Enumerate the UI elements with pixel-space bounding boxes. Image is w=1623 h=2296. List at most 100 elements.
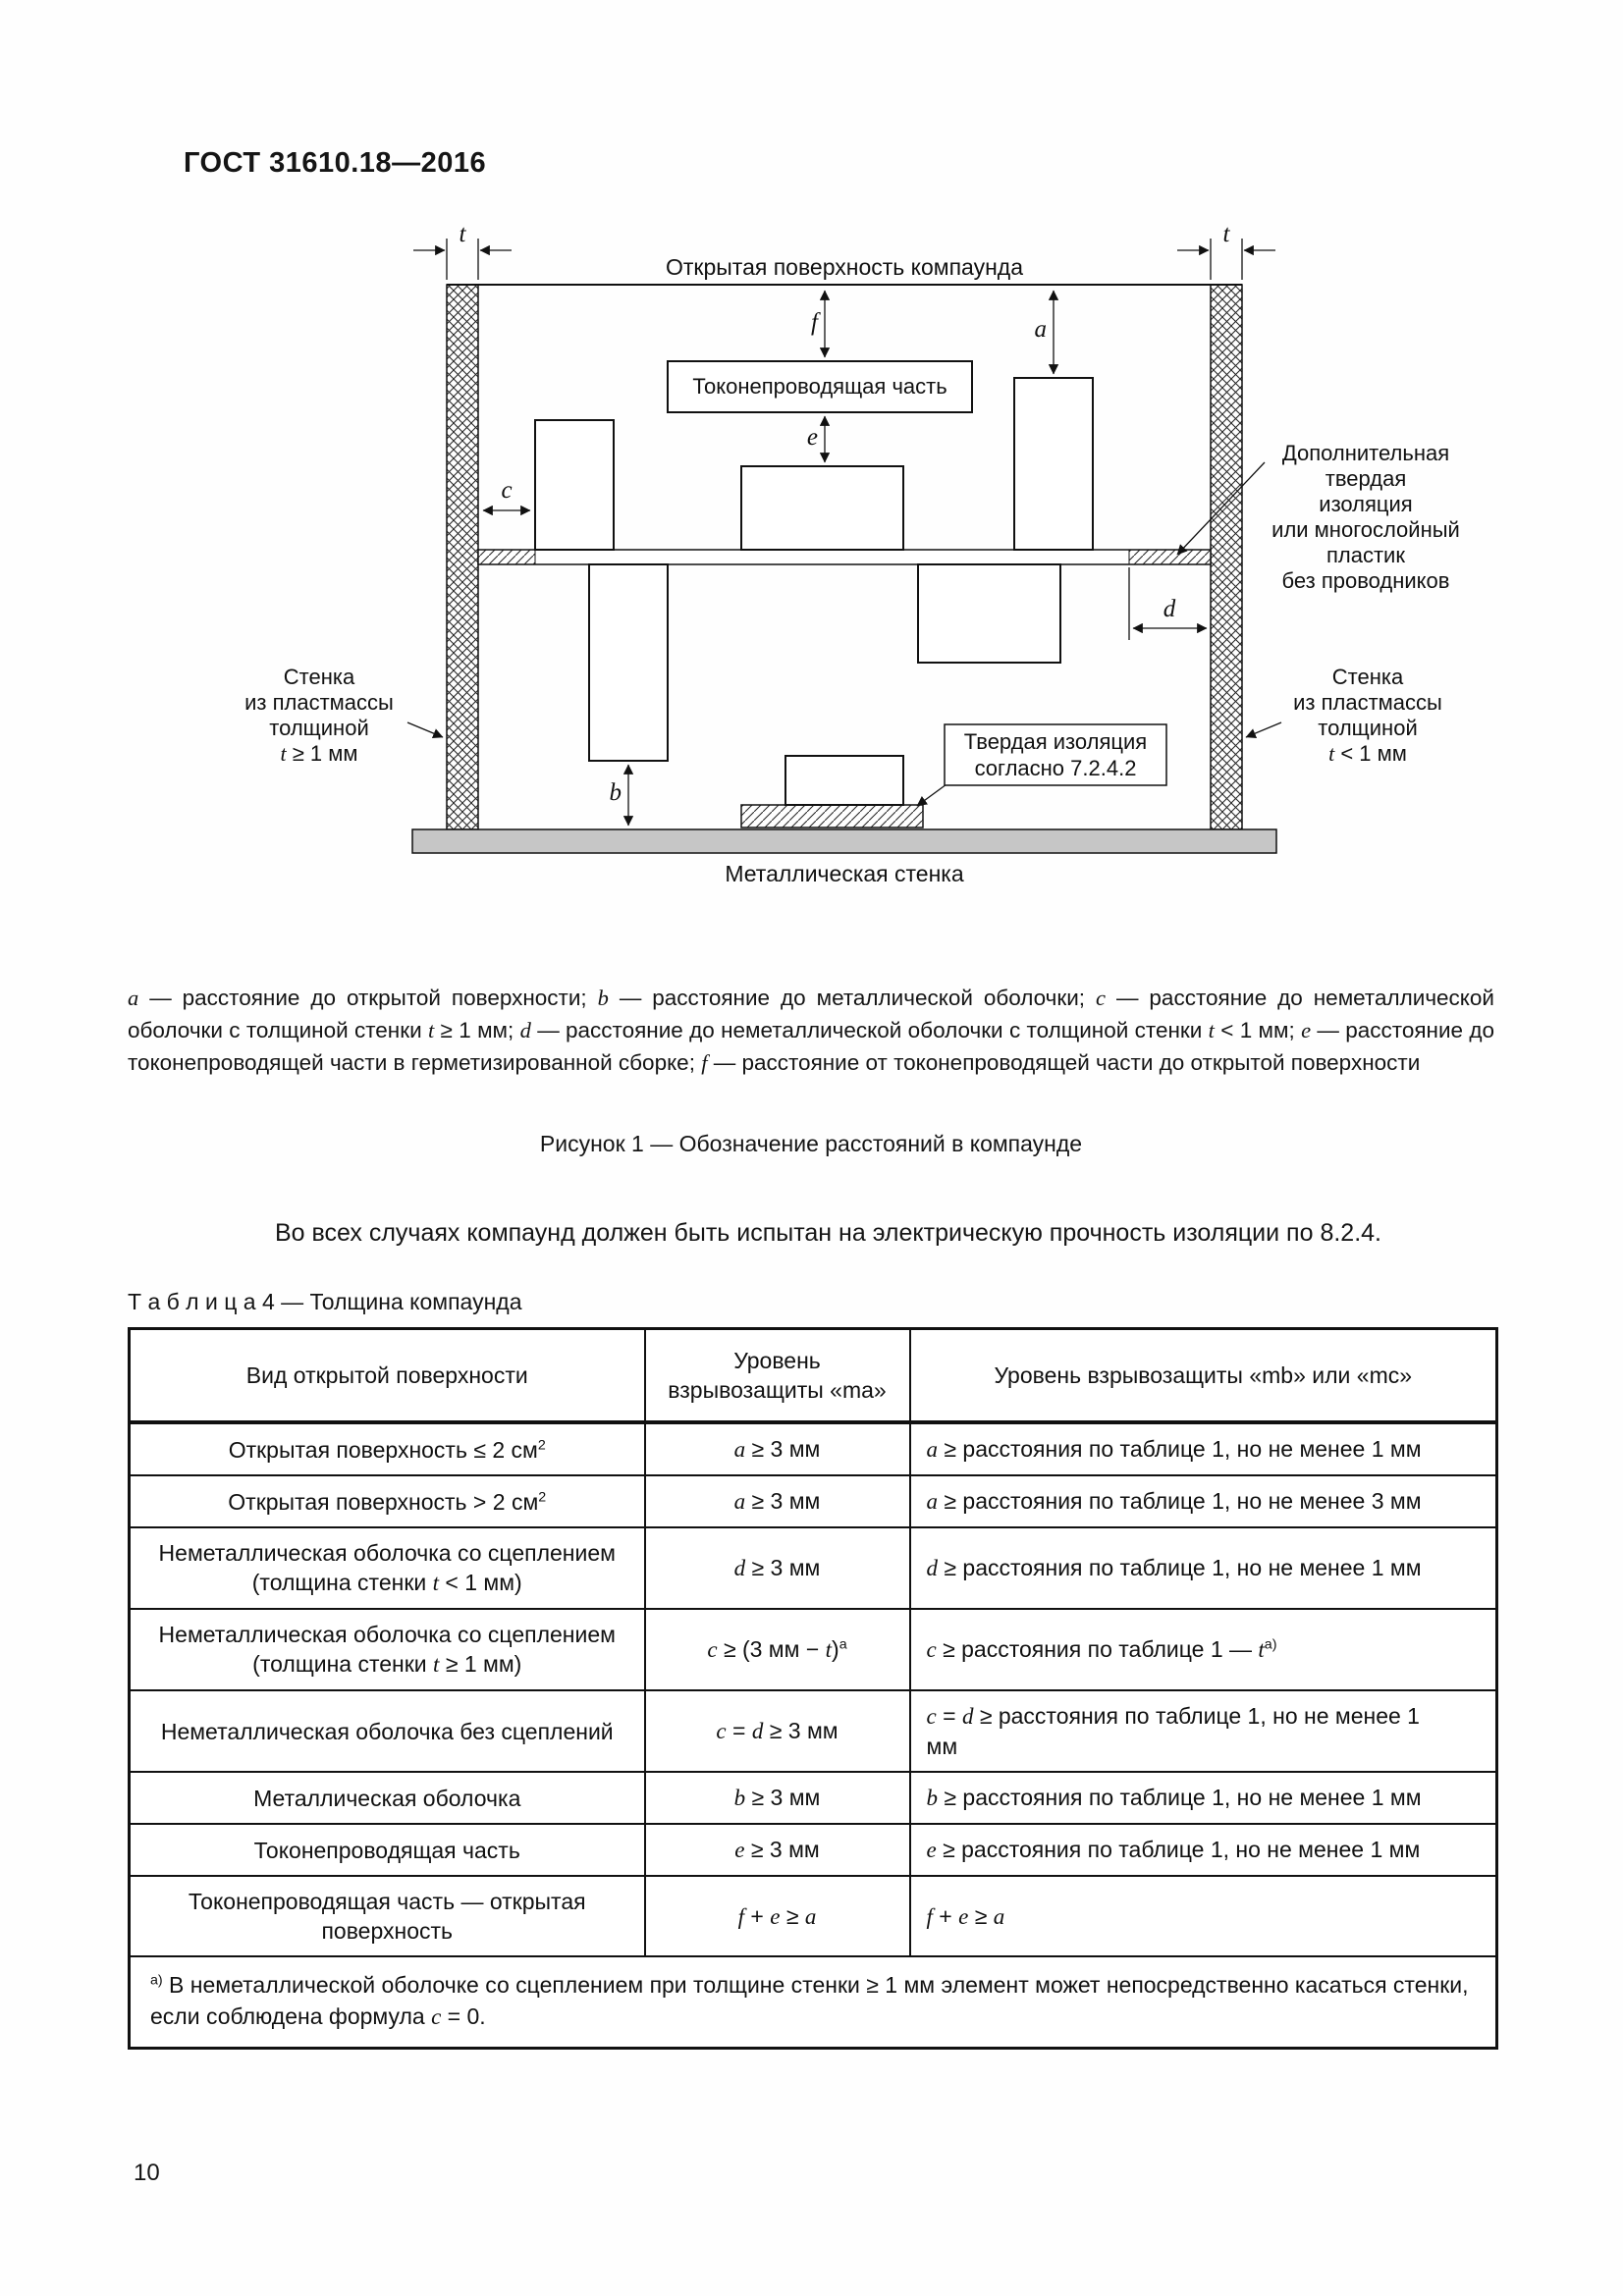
table-row: Открытая поверхность > 2 см2 a ≥ 3 мм a … bbox=[128, 1474, 1498, 1528]
label-line: t ≥ 1 мм bbox=[280, 741, 358, 766]
figure-1: Открытая поверхность компаунда Токонепро… bbox=[162, 211, 1468, 977]
dim-d-label: d bbox=[1163, 596, 1176, 622]
col-header-level-mb-mc: Уровень взрывозащиты «mb» или «mc» bbox=[908, 1327, 1498, 1424]
label-line: t < 1 мм bbox=[1328, 741, 1407, 766]
table-cell: c ≥ расстояния по таблице 1 — tа) bbox=[908, 1608, 1498, 1691]
metal-wall-bar bbox=[411, 828, 1277, 854]
label-line: пластик bbox=[1326, 543, 1405, 567]
component-bottom-small bbox=[784, 755, 904, 806]
component-upper-right bbox=[1013, 377, 1094, 551]
table-cell: Токонепроводящая часть bbox=[128, 1823, 646, 1877]
table-cell: e ≥ 3 мм bbox=[643, 1823, 911, 1877]
label-line: Твердая изоляция bbox=[963, 729, 1148, 754]
dim-f-label: f bbox=[811, 309, 818, 336]
table-cell: a ≥ расстояния по таблице 1, но не менее… bbox=[908, 1421, 1498, 1476]
left-plastic-wall bbox=[446, 284, 479, 830]
table-footnote: а) В неметаллической оболочке со сцеплен… bbox=[128, 1955, 1498, 2050]
table-row: Металлическая оболочка b ≥ 3 мм b ≥ расс… bbox=[128, 1771, 1498, 1825]
additional-insulation-label: Дополнительная твердая изоляция или мног… bbox=[1267, 441, 1465, 594]
table-row: Неметаллическая оболочка со сцеплением (… bbox=[128, 1608, 1498, 1691]
figure-caption: Рисунок 1 — Обозначение расстояний в ком… bbox=[539, 1131, 1083, 1156]
dim-t-right-label: t bbox=[1222, 221, 1230, 247]
table-cell: f + e ≥ a bbox=[643, 1875, 911, 1957]
compound-thickness-table: Вид открытой поверхности Уровень взрывоз… bbox=[128, 1327, 1498, 2050]
table-row: Токонепроводящая часть e ≥ 3 мм e ≥ расс… bbox=[128, 1823, 1498, 1877]
table-row: Открытая поверхность ≤ 2 см2 a ≥ 3 мм a … bbox=[128, 1421, 1498, 1476]
table-cell: Токонепроводящая часть — открытая поверх… bbox=[128, 1875, 646, 1957]
label-line: из пластмассы bbox=[244, 690, 394, 715]
col-header-level-ma: Уровень взрывозащиты «ma» bbox=[643, 1327, 911, 1424]
dim-t-left-label: t bbox=[459, 221, 466, 247]
component-lower-right bbox=[917, 563, 1061, 664]
table-row: Токонепроводящая часть — открытая поверх… bbox=[128, 1875, 1498, 1957]
solid-insulation-leader bbox=[916, 783, 947, 807]
label-line: Стенка bbox=[283, 665, 355, 689]
label-line: толщиной bbox=[269, 716, 369, 740]
label-line: согласно 7.2.4.2 bbox=[974, 756, 1137, 780]
label-line: без проводников bbox=[1281, 568, 1450, 593]
dimension-t-left bbox=[413, 239, 512, 280]
table-footnote-row: а) В неметаллической оболочке со сцеплен… bbox=[128, 1955, 1498, 2050]
table-cell: e ≥ расстояния по таблице 1, но не менее… bbox=[908, 1823, 1498, 1877]
dim-c-label: c bbox=[501, 477, 513, 504]
table-cell: Неметаллическая оболочка со сцеплением (… bbox=[128, 1526, 646, 1610]
table-cell: c = d ≥ 3 мм bbox=[643, 1689, 911, 1773]
figure-canvas bbox=[406, 239, 1282, 854]
table-cell: d ≥ расстояния по таблице 1, но не менее… bbox=[908, 1526, 1498, 1610]
dim-a-label: a bbox=[1034, 316, 1048, 343]
solid-insulation-label: Твердая изоляция согласно 7.2.4.2 bbox=[945, 724, 1166, 785]
board-insulation-right bbox=[1128, 549, 1212, 565]
label-line: изоляция bbox=[1319, 492, 1413, 516]
board-insulation-left bbox=[477, 549, 536, 565]
table-cell: Открытая поверхность > 2 см2 bbox=[128, 1474, 646, 1528]
label-line: Стенка bbox=[1331, 665, 1404, 689]
solid-insulation-label-box bbox=[944, 723, 1167, 786]
label-line: твердая bbox=[1325, 466, 1407, 491]
label-line: из пластмассы bbox=[1293, 690, 1442, 715]
conductive-part-label: Токонепроводящая часть bbox=[692, 374, 947, 399]
page-number: 10 bbox=[134, 2160, 160, 2186]
table-cell: c ≥ (3 мм − t)а bbox=[643, 1608, 911, 1691]
table-cell: d ≥ 3 мм bbox=[643, 1526, 911, 1610]
dimension-t-right bbox=[1177, 239, 1275, 280]
table-cell: Неметаллическая оболочка со сцеплением (… bbox=[128, 1608, 646, 1691]
table-header-row: Вид открытой поверхности Уровень взрывоз… bbox=[128, 1327, 1498, 1424]
table-row: Неметаллическая оболочка со сцеплением (… bbox=[128, 1526, 1498, 1610]
table-cell: a ≥ расстояния по таблице 1, но не менее… bbox=[908, 1474, 1498, 1528]
figure-legend: a — расстояние до открытой поверхности; … bbox=[128, 986, 1494, 1075]
label-line: или многослойный bbox=[1271, 517, 1460, 542]
dim-e-label: e bbox=[806, 424, 818, 451]
page-header-standard-number: ГОСТ 31610.18—2016 bbox=[184, 147, 487, 179]
additional-insulation-leader bbox=[1176, 461, 1266, 556]
metal-wall-label: Металлическая стенка bbox=[725, 861, 964, 886]
solid-insulation-strip bbox=[740, 804, 924, 828]
right-plastic-wall bbox=[1210, 284, 1243, 830]
right-wall-leader bbox=[1245, 721, 1282, 738]
table-row: Неметаллическая оболочка без сцеплений c… bbox=[128, 1689, 1498, 1773]
table-cell: Открытая поверхность ≤ 2 см2 bbox=[128, 1421, 646, 1476]
table-cell: f + e ≥ a bbox=[908, 1875, 1498, 1957]
right-wall-label: Стенка из пластмассы толщиной t < 1 мм bbox=[1279, 665, 1456, 767]
table-cell: Металлическая оболочка bbox=[128, 1771, 646, 1825]
table-title: Т а б л и ц а 4 — Толщина компаунда bbox=[128, 1289, 522, 1314]
left-wall-leader bbox=[406, 721, 444, 738]
circuit-board bbox=[477, 549, 1212, 565]
conductive-part-box bbox=[667, 360, 973, 413]
component-lower-left bbox=[588, 563, 669, 762]
col-header-open-surface-type: Вид открытой поверхности bbox=[128, 1327, 646, 1424]
label-line: толщиной bbox=[1318, 716, 1418, 740]
dim-b-label: b bbox=[609, 779, 622, 806]
label-line: Дополнительная bbox=[1281, 441, 1450, 465]
dimension-arrows bbox=[482, 290, 1208, 827]
table-cell: b ≥ расстояния по таблице 1, но не менее… bbox=[908, 1771, 1498, 1825]
callout-leaders bbox=[406, 461, 1282, 807]
table-cell: a ≥ 3 мм bbox=[643, 1421, 911, 1476]
open-surface-label: Открытая поверхность компаунда bbox=[666, 254, 1023, 280]
component-upper-middle bbox=[740, 465, 904, 551]
left-wall-label: Стенка из пластмассы толщиной t ≥ 1 мм bbox=[231, 665, 407, 767]
table-cell: a ≥ 3 мм bbox=[643, 1474, 911, 1528]
table-cell: c = d ≥ расстояния по таблице 1, но не м… bbox=[908, 1689, 1498, 1773]
body-paragraph: Во всех случаях компаунд должен быть исп… bbox=[275, 1219, 1381, 1247]
table-cell: b ≥ 3 мм bbox=[643, 1771, 911, 1825]
table-cell: Неметаллическая оболочка без сцеплений bbox=[128, 1689, 646, 1773]
